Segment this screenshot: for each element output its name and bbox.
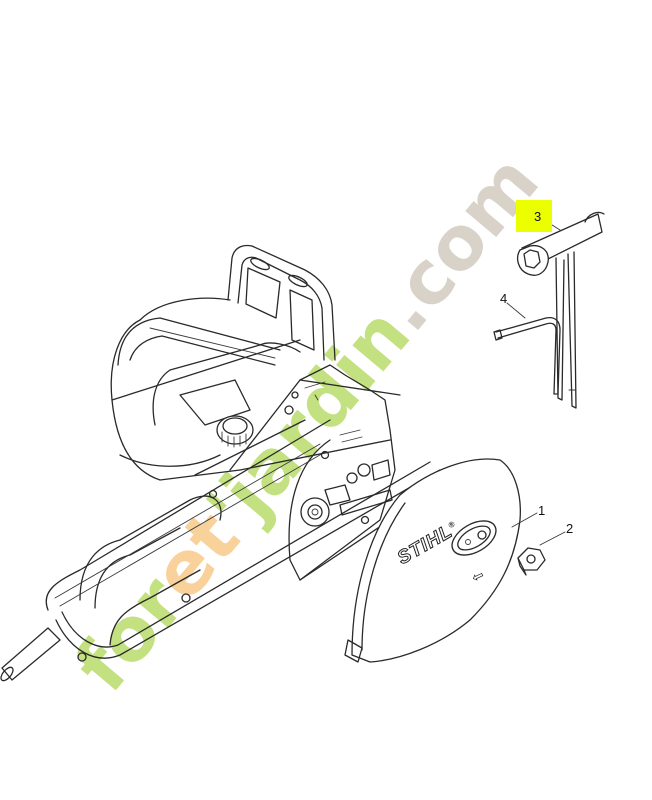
sprocket-assembly [300,381,393,527]
hand-guard [227,244,336,361]
leader-1 [511,512,538,528]
callout-4-label[interactable]: 4 [500,291,508,306]
rear-handle [45,419,441,662]
callout-1-label[interactable]: 1 [538,503,546,518]
callout-3-label[interactable]: 3 [534,209,542,224]
callout-3-highlight [516,200,552,232]
power-cable [0,627,61,682]
callout-2-label[interactable]: 2 [566,521,574,536]
leader-4 [506,302,526,319]
leader-2 [539,531,566,546]
